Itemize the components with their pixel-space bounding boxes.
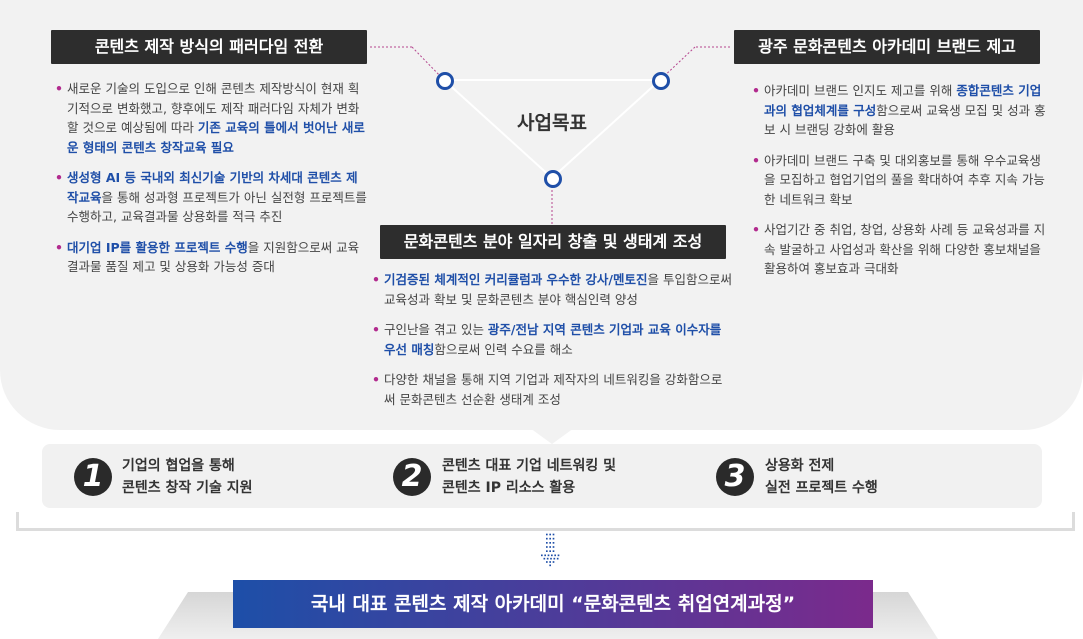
bullet-text: 을 지원함으로써 교육 결과물 품질 제고 및 상용화 가능성 증대 <box>67 239 360 275</box>
step-3-line1: 상용화 전제 <box>765 458 835 474</box>
step-1-line2: 콘텐츠 창작 기술 지원 <box>122 480 253 496</box>
bottom-bullet-list: • 기검증된 체계적인 커리큘럼과 우수한 강사/멘토진을 투입함으로써 교육성과… <box>372 270 732 420</box>
bullet-dot-icon: • <box>55 239 63 255</box>
program-banner: 국내 대표 콘텐츠 제작 아카데미 “문화콘텐츠 취업연계과정” <box>233 580 873 628</box>
right-section-title: 광주 문화콘텐츠 아카데미 브랜드 제고 <box>734 30 1040 64</box>
node-circle-left <box>436 72 454 90</box>
left-bullet-list: • 새로운 기술의 도입으로 인해 콘텐츠 제작방식이 현재 획기적으로 변화했고… <box>55 79 368 288</box>
step-2-text: 콘텐츠 대표 기업 네트워킹 및 콘텐츠 IP 리소스 활용 <box>442 455 616 499</box>
bullet-item: • 생성형 AI 등 국내외 최신기술 기반의 차세대 콘텐츠 제작교육을 통해 … <box>55 168 368 227</box>
bullet-text: 함으로써 인력 수요를 해소 <box>434 341 573 357</box>
node-circle-bottom <box>544 170 562 188</box>
bullet-item: •아카데미 브랜드 구축 및 대외홍보를 통해 우수교육생을 모집하고 협업기업… <box>752 151 1052 210</box>
bullet-text: 다양한 채널을 통해 지역 기업과 제작자의 네트워킹을 강화함으로써 문화콘텐… <box>384 372 723 407</box>
bullet-dot-icon: • <box>372 272 380 287</box>
bullet-highlight-text: 기존 교육의 틀에서 벗어난 새로운 형태의 콘텐츠 창작교육 필요 <box>67 120 365 155</box>
bullet-text: 을 투입함으로써 교육성과 확보 및 문화콘텐츠 분야 핵심인력 양성 <box>384 272 732 307</box>
bullet-text: 새로운 기술의 도입으로 인해 콘텐츠 제작방식이 현재 획기적으로 변화했고,… <box>67 81 360 135</box>
step-2-line1: 콘텐츠 대표 기업 네트워킹 및 <box>442 458 617 474</box>
bullet-highlight-text: 종합콘텐츠 기업과의 협업체계를 구성 <box>764 83 1042 118</box>
bullet-dot-icon: • <box>372 322 380 337</box>
node-circle-right <box>652 72 670 90</box>
bullet-dot-icon: • <box>752 222 760 237</box>
bullet-text: 아카데미 브랜드 인지도 제고를 위해 <box>764 83 957 98</box>
bullet-highlight-text: 생성형 AI 등 국내외 최신기술 기반의 차세대 콘텐츠 제작교육 <box>67 170 358 205</box>
bullet-text: 을 통해 성과형 프로젝트가 아닌 실전형 프로젝트를 수행하고, 교육결과물 … <box>67 189 367 225</box>
bullet-item: • 새로운 기술의 도입으로 인해 콘텐츠 제작방식이 현재 획기적으로 변화했고… <box>55 79 368 157</box>
panel-pointer <box>530 428 574 444</box>
step-2-line2: 콘텐츠 IP 리소스 활용 <box>442 480 576 496</box>
bottom-section-title: 문화콘텐츠 분야 일자리 창출 및 생태계 조성 <box>380 225 726 259</box>
bullet-dot-icon: • <box>55 81 63 96</box>
step-3-text: 상용화 전제 실전 프로젝트 수행 <box>765 455 878 499</box>
bullet-item: •대기업 IP를 활용한 프로젝트 수행을 지원함으로써 교육 결과물 품질 제… <box>55 238 368 277</box>
bullet-highlight-text: 대기업 IP를 활용한 프로젝트 수행 <box>67 239 248 255</box>
bullet-dot-icon: • <box>372 372 380 387</box>
bullet-item: • 아카데미 브랜드 인지도 제고를 위해 종합콘텐츠 기업과의 협업체계를 구성… <box>752 81 1052 140</box>
bullet-text: 사업기간 중 취업, 창업, 상용화 사례 등 교육성과를 지속 발굴하고 사업… <box>764 222 1046 276</box>
steps-bracket <box>16 512 1075 531</box>
center-goal-label: 사업목표 <box>517 112 587 134</box>
bullet-text: 함으로써 교육생 모집 및 성과 홍보 시 브랜딩 강화에 활용 <box>764 102 1046 138</box>
bullet-item: • 다양한 채널을 통해 지역 기업과 제작자의 네트워킹을 강화함으로써 문화콘… <box>372 370 732 409</box>
step-number-2: 2 <box>393 458 431 496</box>
right-bullet-list: • 아카데미 브랜드 인지도 제고를 위해 종합콘텐츠 기업과의 협업체계를 구성… <box>752 81 1052 290</box>
step-3-line2: 실전 프로젝트 수행 <box>765 480 878 496</box>
bullet-highlight-text: 기검증된 체계적인 커리큘럼과 우수한 강사/멘토진 <box>384 272 648 287</box>
step-number-1: 1 <box>74 458 112 496</box>
steps-bar <box>42 444 1042 508</box>
bullet-item: • 구인난을 겪고 있는 광주/전남 지역 콘텐츠 기업과 교육 이수자를 우선 … <box>372 320 732 359</box>
bullet-item: • 기검증된 체계적인 커리큘럼과 우수한 강사/멘토진을 투입함으로써 교육성과… <box>372 270 732 309</box>
bullet-dot-icon: • <box>752 152 760 168</box>
top-panel-background <box>0 0 1083 430</box>
left-section-title: 콘텐츠 제작 방식의 패러다임 전환 <box>51 30 367 64</box>
down-arrow-icon <box>541 533 560 567</box>
bullet-highlight-text: 광주/전남 지역 콘텐츠 기업과 교육 이수자를 우선 매칭 <box>384 322 722 357</box>
step-1-text: 기업의 협업을 통해 콘텐츠 창작 기술 지원 <box>122 455 253 499</box>
bullet-dot-icon: • <box>55 170 63 185</box>
step-1-line1: 기업의 협업을 통해 <box>122 458 235 474</box>
bullet-text: 아카데미 브랜드 구축 및 대외홍보를 통해 우수교육생을 모집하고 협업기업의… <box>764 152 1045 207</box>
bullet-item: • 사업기간 중 취업, 창업, 상용화 사례 등 교육성과를 지속 발굴하고 사… <box>752 220 1052 279</box>
step-number-3: 3 <box>716 458 754 496</box>
bullet-text: 구인난을 겪고 있는 <box>384 322 488 337</box>
bullet-dot-icon: • <box>752 83 760 98</box>
